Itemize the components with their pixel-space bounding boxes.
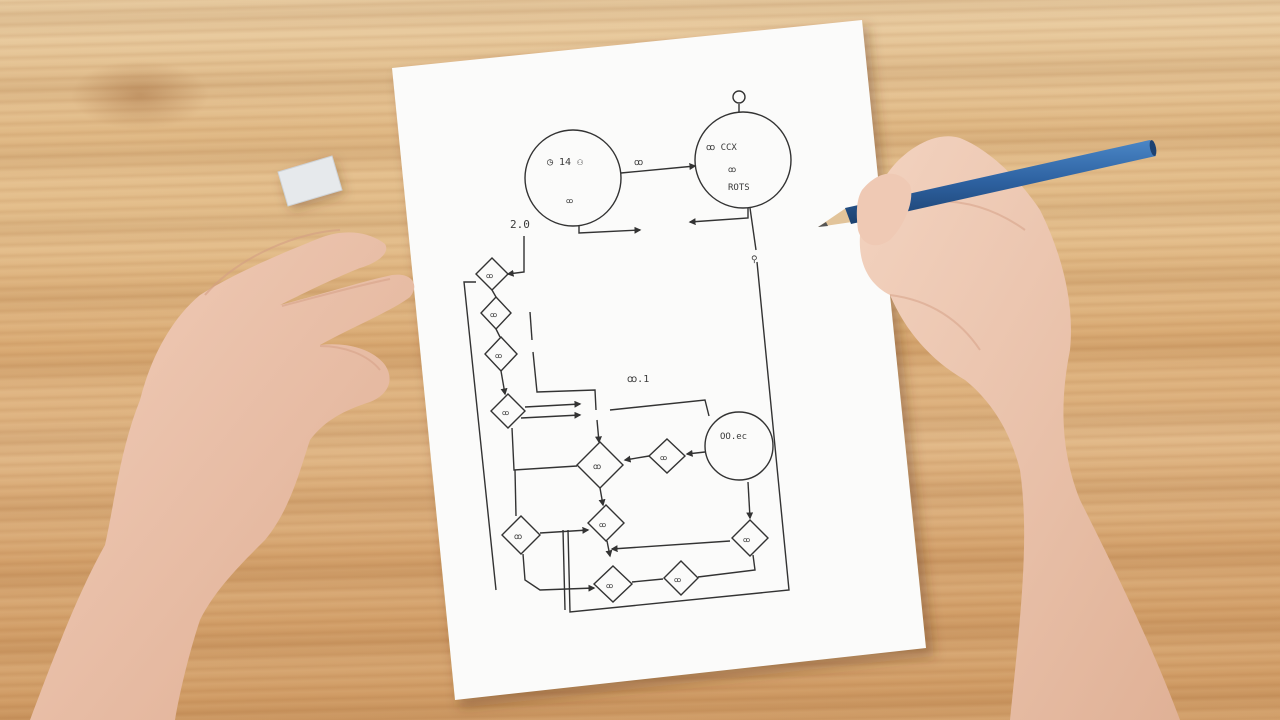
node-diamond-bottom-left (501, 515, 541, 555)
node-circle-mid-right (704, 411, 774, 481)
right-thumb (856, 173, 912, 246)
label-diamond-1: ꝏ (486, 272, 493, 280)
paper-sheet (392, 20, 926, 700)
label-circle-top-right-2: ꝏ (728, 165, 736, 174)
label-edge-top: ꝏ (634, 158, 643, 168)
label-diamond-center: ꝏ (593, 462, 601, 471)
eraser (277, 155, 344, 210)
label-diamond-bottom-left: ꝏ (514, 532, 522, 541)
node-circle-top-left (524, 129, 622, 227)
label-circle-top-left: ◷ 14 ⚇ (547, 157, 583, 168)
pencil (818, 140, 1157, 227)
label-symbol: ⚲ (751, 255, 758, 265)
label-circle-top-right: ꝏ CCX (706, 143, 737, 153)
label-diamond-bottom-right-1: ꝏ (743, 536, 750, 544)
label-diamond-4: ꝏ (502, 409, 509, 417)
label-mid: ꝏ.1 (627, 374, 649, 385)
wood-knot (70, 60, 210, 130)
label-diamond-bottom-right-2: ꝏ (674, 576, 681, 584)
node-circle-top-right (694, 111, 792, 209)
label-left: 2.0 (510, 218, 530, 231)
node-diamond-bottom-right-2 (663, 560, 699, 596)
node-diamond-bottom-center (592, 565, 634, 603)
flowchart-drawing (463, 90, 792, 613)
label-diamond-bottom-mid: ꝏ (599, 521, 606, 529)
label-diamond-2: ꝏ (490, 311, 497, 319)
label-circle-top-left-sub: ꝏ (566, 197, 573, 205)
label-diamond-3: ꝏ (495, 352, 502, 360)
left-hand (30, 229, 415, 720)
node-diamond-4 (490, 393, 526, 429)
flowchart-labels: ◷ 14 ⚇ ꝏ ꝏ CCX ꝏ ROTS OO.ec ꝏ 2.0 ꝏ.1 ꝏ … (486, 143, 758, 590)
label-circle-top-right-3: ROTS (728, 183, 750, 193)
label-diamond-right: ꝏ (660, 454, 667, 462)
label-diamond-bottom-center: ꝏ (606, 582, 613, 590)
label-circle-mid-right: OO.ec (720, 432, 747, 442)
node-diamond-right (647, 438, 687, 474)
node-diamond-bottom-mid (587, 504, 625, 542)
node-diamond-bottom-right-1 (731, 519, 769, 557)
